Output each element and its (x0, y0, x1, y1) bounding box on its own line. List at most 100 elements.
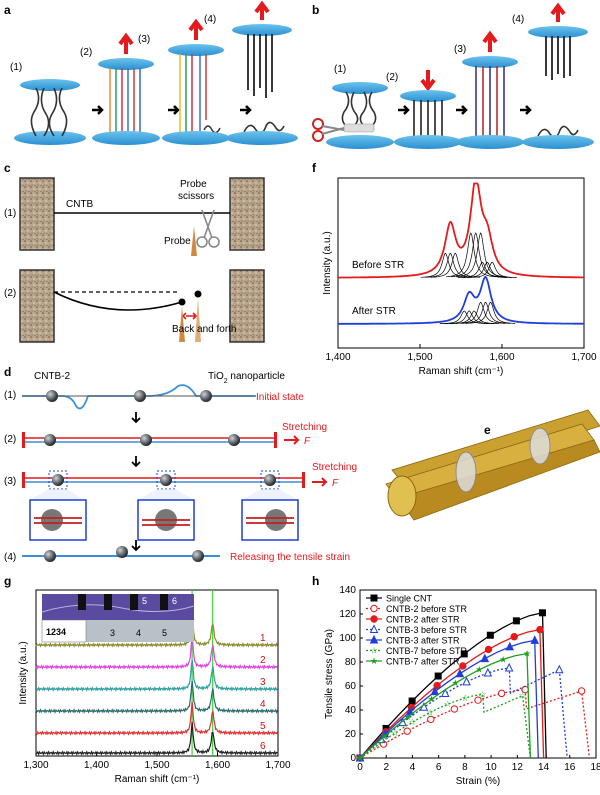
h-marker (370, 604, 378, 613)
g-xtick-label: 1,300 (23, 760, 48, 771)
d-step-label-2: (2) (4, 434, 16, 445)
g-series-line (35, 615, 278, 648)
h-ytick-label: 120 (339, 609, 356, 620)
h-marker: ★ (356, 753, 364, 763)
arrow-right-icon (456, 105, 468, 115)
tio2-label: TiO2 nanoparticle (208, 371, 285, 385)
g-series-line (35, 701, 278, 736)
arrow-up-icon (482, 30, 498, 52)
h-marker: ☆ (426, 707, 434, 717)
h-marker (483, 667, 493, 677)
f-fit-curve (456, 232, 506, 278)
h-marker (538, 609, 546, 617)
h-marker (510, 633, 518, 641)
nanotube-bundle-illustration (385, 409, 600, 521)
g-xtick-label: 1,600 (205, 760, 230, 771)
f-fit-curve (461, 301, 511, 324)
c-block-left-1 (19, 177, 55, 251)
f-xtick-label: 1,500 (407, 352, 432, 363)
h-legend-entry: CNTB-7 after STR (386, 657, 460, 667)
h-marker (370, 615, 378, 623)
g-series-label: 4 (260, 699, 266, 710)
panel-label-f: f (312, 161, 317, 175)
c-step-label-1: (1) (4, 208, 16, 219)
arrow-right-icon (284, 435, 300, 445)
arrow-down-icon (131, 540, 141, 552)
cntb-label: CNTB (66, 199, 94, 210)
arrow-down-icon (420, 70, 436, 92)
b-step-3: (3) (454, 30, 524, 149)
cntb2-label: CNTB-2 (34, 371, 71, 382)
zoom-insets (29, 489, 299, 541)
panel-b: b (1) (2) (3) (312, 2, 594, 149)
b-step-label-2: (2) (386, 72, 398, 83)
h-marker: ☆ (461, 693, 469, 703)
g-series-label: 2 (260, 655, 266, 666)
panel-label-c: c (4, 161, 11, 175)
h-series-line (359, 611, 547, 759)
panel-e: e (385, 409, 600, 521)
h-legend-entry: Single CNT (386, 594, 433, 604)
scissors-icon (196, 209, 220, 248)
stretching-label-2: Stretching (312, 462, 357, 473)
g-xlabel: Raman shift (cm⁻¹) (115, 774, 200, 785)
h-marker: ★ (475, 665, 483, 675)
back-forth-label: Back and forth (172, 324, 236, 335)
h-marker (474, 696, 482, 704)
force-label-1: F (304, 436, 311, 447)
a-step-3: (3) (138, 18, 230, 145)
f-series-line (338, 275, 584, 325)
probe-label: Probe (164, 236, 191, 247)
d-step-label-4: (4) (4, 552, 16, 563)
a-step-label-3: (3) (138, 34, 150, 45)
b-step-4: (4) (512, 2, 594, 149)
f-fit-curve (425, 252, 475, 278)
d-step-label-1: (1) (4, 390, 16, 401)
h-ytick-label: 40 (345, 705, 357, 716)
h-marker (504, 662, 514, 672)
h-marker (497, 689, 506, 698)
h-legend-entry: CNTB-2 after STR (386, 615, 460, 625)
panel-label-b: b (312, 3, 319, 17)
g-xtick-label: 1,500 (144, 760, 169, 771)
h-ytick-label: 0 (350, 753, 356, 764)
h-marker (505, 641, 515, 651)
arrow-down-icon (131, 456, 141, 468)
g-series-line (35, 721, 278, 756)
h-marker (577, 687, 586, 695)
b-step-label-3: (3) (454, 44, 466, 55)
probe-scissors-label-2: scissors (178, 191, 214, 202)
h-xtick-label: 0 (357, 762, 363, 773)
h-xtick-label: 12 (512, 762, 524, 773)
g-ylabel: Intensity (a.u.) (18, 641, 29, 704)
f-fit-curve (467, 261, 517, 278)
h-marker: ★ (370, 656, 378, 666)
arrow-right-icon (312, 477, 328, 487)
arrow-right-icon (240, 105, 252, 115)
tio2-main: TiO (208, 371, 224, 382)
h-ytick-label: 20 (345, 729, 357, 740)
h-xtick-label: 4 (410, 762, 416, 773)
releasing-label: Releasing the tensile strain (230, 552, 350, 563)
h-plot-frame (359, 589, 597, 759)
h-xtick-label: 16 (564, 762, 576, 773)
h-marker: ☆ (409, 717, 417, 727)
g-series-line (35, 659, 278, 692)
h-marker: ☆ (519, 691, 527, 701)
inset-tick-3: 3 (110, 628, 115, 638)
panel-label-h: h (312, 574, 319, 588)
g-series-label: 3 (260, 677, 266, 688)
c-block-left-2 (19, 269, 55, 343)
h-xtick-label: 2 (383, 762, 389, 773)
h-ytick-label: 60 (345, 681, 357, 692)
h-xtick-label: 8 (462, 762, 468, 773)
h-marker (369, 634, 379, 644)
c-block-right-1 (229, 177, 265, 251)
h-marker (403, 727, 411, 735)
panel-label-d: d (4, 365, 11, 379)
h-marker (530, 635, 540, 644)
a-step-label-4: (4) (204, 14, 216, 25)
